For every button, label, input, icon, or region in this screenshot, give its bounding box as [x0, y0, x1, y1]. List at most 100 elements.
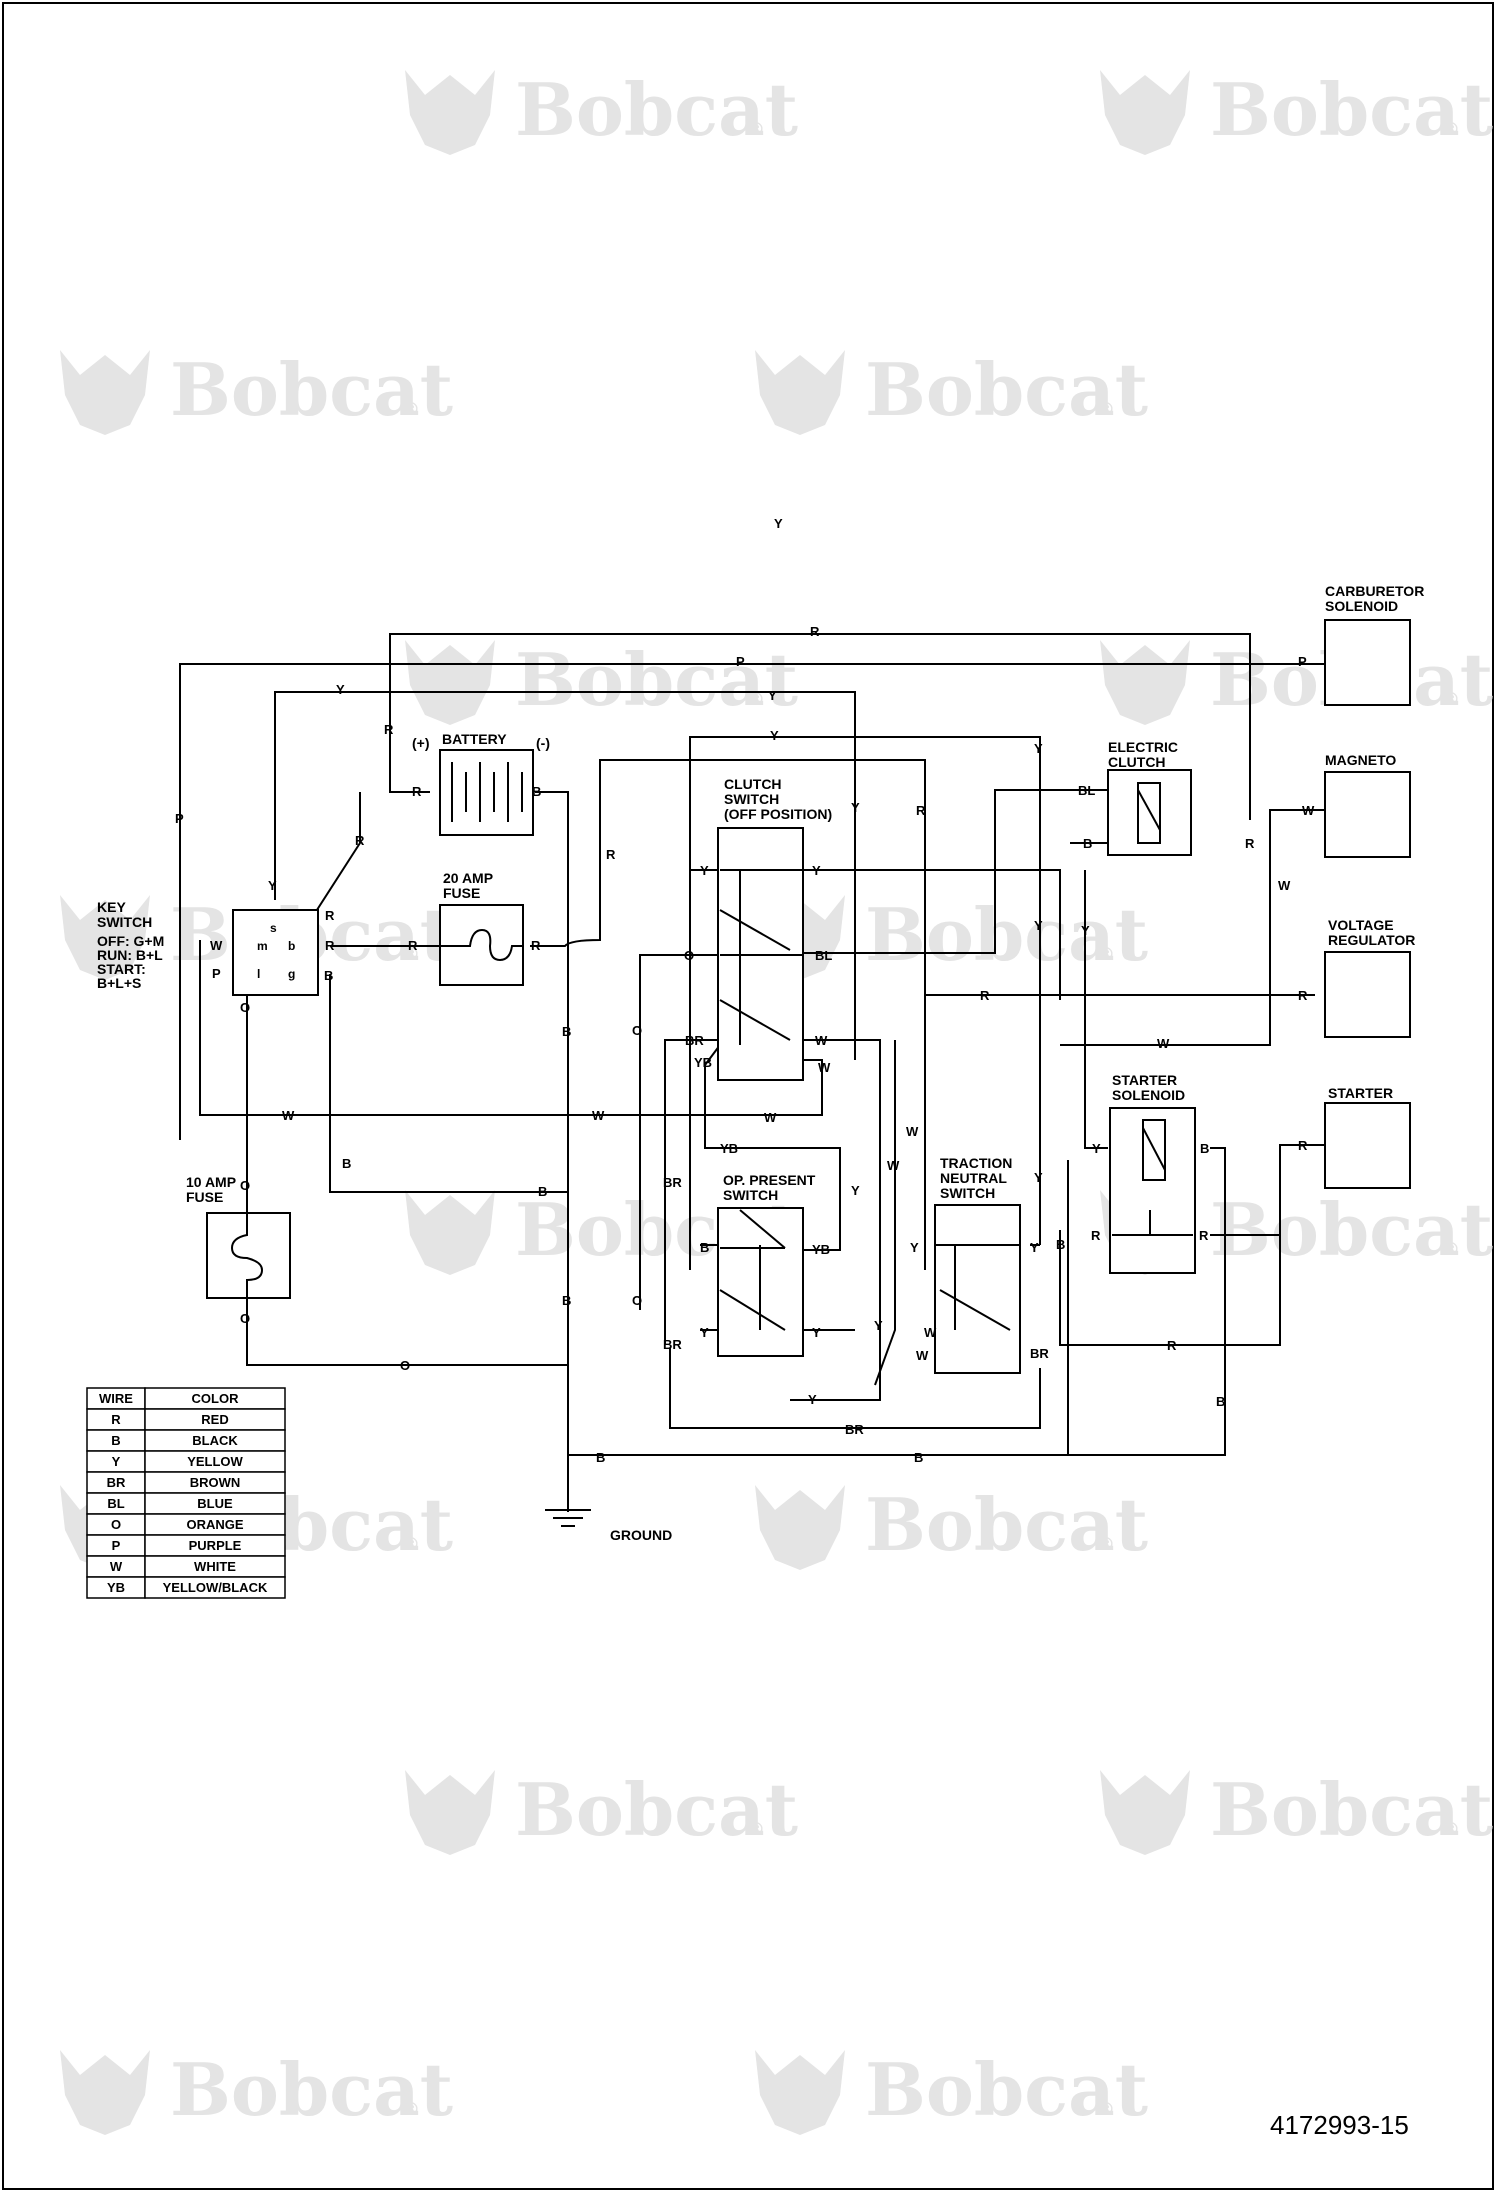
table-cell — [144, 1576, 286, 1599]
svg-text:b: b — [288, 939, 295, 953]
svg-text:B: B — [1200, 1141, 1209, 1156]
svg-text:Y: Y — [1030, 1240, 1039, 1255]
svg-text:YB: YB — [694, 1055, 712, 1070]
svg-text:m: m — [257, 939, 268, 953]
svg-text:Y: Y — [812, 863, 821, 878]
watermark-registered-mark: ® — [747, 1819, 765, 1840]
svg-text:Y: Y — [1034, 741, 1043, 756]
svg-text:W: W — [764, 1110, 777, 1125]
wire-color: RED — [201, 1412, 228, 1427]
svg-text:P: P — [175, 811, 184, 826]
svg-text:R: R — [325, 908, 335, 923]
wire-code: O — [111, 1517, 121, 1532]
watermark-brand: Bobcat — [1210, 1767, 1493, 1852]
svg-text:B: B — [562, 1293, 571, 1308]
svg-text:O: O — [240, 1000, 250, 1015]
fuse-20-amp — [439, 904, 524, 986]
bobcat-logo-icon — [405, 70, 495, 155]
bobcat-watermark: Bobcat® — [1100, 637, 1493, 725]
svg-text:Y: Y — [700, 1325, 709, 1340]
svg-text:Y: Y — [774, 516, 783, 531]
svg-text:B: B — [562, 1024, 571, 1039]
watermark-brand: Bobcat — [1210, 1187, 1493, 1272]
magneto-title: MAGNETO — [1325, 752, 1396, 768]
svg-text:B: B — [324, 968, 333, 983]
wire-code: P — [112, 1538, 121, 1553]
wire-code: BR — [107, 1475, 126, 1490]
watermark-layer: Bobcat®Bobcat®Bobcat®Bobcat®Bobcat®Bobca… — [60, 67, 1493, 2135]
carburetor-solenoid-box — [1324, 619, 1411, 706]
svg-text:Y: Y — [808, 1392, 817, 1407]
watermark-brand: Bobcat — [865, 892, 1148, 977]
watermark-brand: Bobcat — [515, 67, 798, 152]
starter-box — [1324, 1102, 1411, 1189]
svg-text:Y: Y — [1092, 1141, 1101, 1156]
svg-text:W: W — [282, 1108, 295, 1123]
traction-neutral-switch — [934, 1204, 1021, 1374]
svg-text:O: O — [240, 1311, 250, 1326]
svg-text:B: B — [1216, 1394, 1225, 1409]
svg-text:Y: Y — [336, 682, 345, 697]
svg-text:R: R — [916, 803, 926, 818]
svg-text:Y: Y — [874, 1318, 883, 1333]
svg-text:B: B — [532, 784, 541, 799]
svg-text:B: B — [1056, 1237, 1065, 1252]
svg-text:s: s — [270, 921, 277, 935]
wire-code: W — [110, 1559, 123, 1574]
battery — [439, 749, 534, 836]
svg-text:Y: Y — [268, 878, 277, 893]
svg-text:Y: Y — [851, 800, 860, 815]
svg-text:Y: Y — [1081, 923, 1090, 938]
svg-text:W: W — [887, 1158, 900, 1173]
svg-text:P: P — [212, 966, 221, 981]
watermark-registered-mark: ® — [1097, 944, 1115, 965]
watermark-registered-mark: ® — [402, 2099, 420, 2120]
watermark-brand: Bobcat — [515, 637, 798, 722]
battery-minus: (-) — [536, 735, 550, 751]
svg-text:BR: BR — [845, 1422, 864, 1437]
wire-color: ORANGE — [186, 1517, 243, 1532]
watermark-brand: Bobcat — [170, 347, 453, 432]
table-header: WIRE — [99, 1391, 133, 1406]
watermark-registered-mark: ® — [1097, 2099, 1115, 2120]
watermark-registered-mark: ® — [1097, 399, 1115, 420]
svg-text:R: R — [606, 847, 616, 862]
svg-text:BR: BR — [663, 1337, 682, 1352]
bobcat-watermark: Bobcat® — [405, 637, 798, 725]
svg-text:R: R — [810, 624, 820, 639]
svg-text:O: O — [400, 1358, 410, 1373]
watermark-brand: Bobcat — [865, 1482, 1148, 1567]
bobcat-logo-icon — [755, 1485, 845, 1570]
svg-text:R: R — [355, 833, 365, 848]
wire-color: WHITE — [194, 1559, 236, 1574]
bobcat-watermark: Bobcat® — [405, 1767, 798, 1855]
wire-code: YB — [107, 1580, 125, 1595]
svg-text:O: O — [632, 1293, 642, 1308]
battery-plus: (+) — [412, 735, 430, 751]
watermark-brand: Bobcat — [515, 1767, 798, 1852]
ground-title: GROUND — [610, 1527, 672, 1543]
svg-text:BR: BR — [1030, 1346, 1049, 1361]
wire-code: B — [111, 1433, 120, 1448]
bobcat-logo-icon — [60, 895, 150, 980]
svg-text:YB: YB — [720, 1141, 738, 1156]
svg-text:Y: Y — [700, 863, 709, 878]
svg-text:O: O — [684, 948, 694, 963]
svg-text:O: O — [632, 1023, 642, 1038]
watermark-brand: Bobcat — [1210, 67, 1493, 152]
watermark-brand: Bobcat — [170, 2047, 453, 2132]
watermark-registered-mark: ® — [747, 689, 765, 710]
bobcat-logo-icon — [1100, 70, 1190, 155]
bobcat-logo-icon — [1100, 640, 1190, 725]
wire-color: YELLOW — [187, 1454, 243, 1469]
svg-text:l: l — [257, 967, 260, 981]
